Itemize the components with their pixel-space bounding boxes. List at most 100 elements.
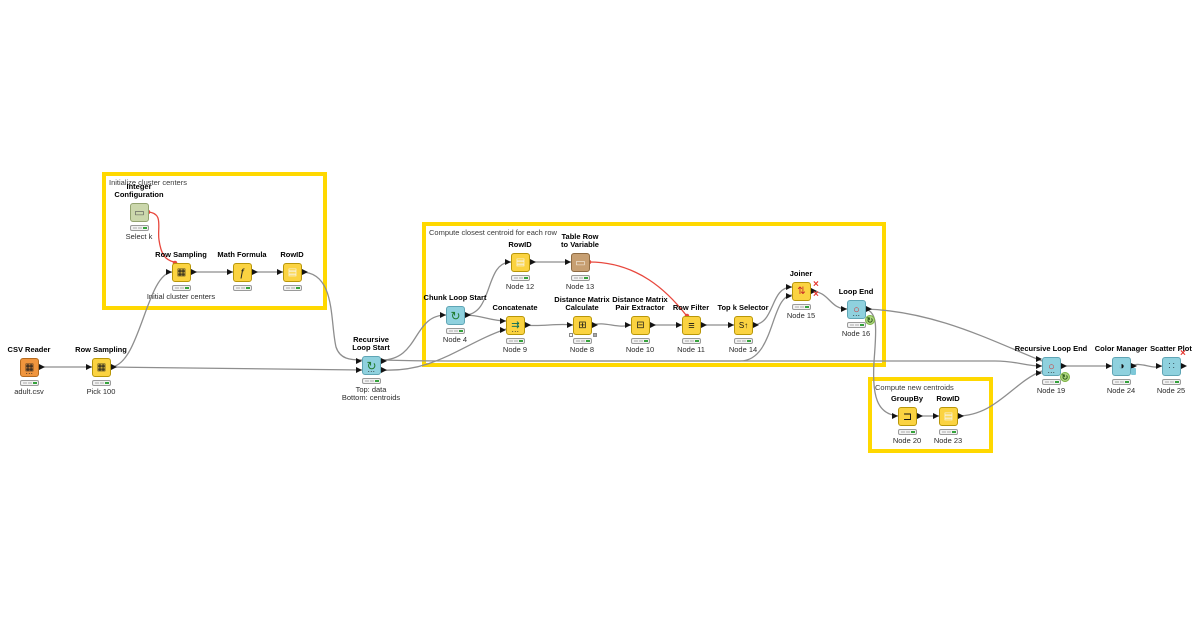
wire-tablerow-to-rowfilter-flowvar[interactable] xyxy=(588,261,687,316)
output-port[interactable] xyxy=(465,312,471,318)
status-traffic-light xyxy=(631,338,650,344)
output-port[interactable] xyxy=(1061,363,1067,369)
wire-recursive-start-to-recursive-end[interactable] xyxy=(379,359,1043,367)
wire-integerconfig-to-rowsampling-flowvar[interactable] xyxy=(147,211,175,263)
node-label: Concatenate xyxy=(492,303,538,312)
node-body-joiner[interactable]: ⇅ xyxy=(792,282,811,301)
input-port[interactable] xyxy=(1036,356,1042,362)
row-filter-icon: ≡ xyxy=(688,320,695,332)
input-port[interactable] xyxy=(440,312,446,318)
output-port[interactable] xyxy=(530,259,536,265)
node-body-recursive-loop-start[interactable]: ↻… xyxy=(362,356,381,375)
node-body-distance-matrix-calculate[interactable]: ⊞ xyxy=(573,316,592,335)
node-body-integer-configuration[interactable]: ▭ xyxy=(130,203,149,222)
node-body-color-manager[interactable]: ◑ xyxy=(1112,357,1131,376)
output-port[interactable] xyxy=(302,269,308,275)
output-port[interactable] xyxy=(917,413,923,419)
input-port[interactable] xyxy=(86,364,92,370)
output-port[interactable] xyxy=(753,322,759,328)
node-body-rowid-12[interactable]: ▤ xyxy=(511,253,530,272)
input-port[interactable] xyxy=(676,322,682,328)
node-body-table-row-to-variable[interactable]: ▭ xyxy=(571,253,590,272)
node-body-rowid-init[interactable]: ▤ xyxy=(283,263,302,282)
status-traffic-light xyxy=(172,285,191,291)
status-traffic-light xyxy=(571,275,590,281)
node-body-row-sampling[interactable]: ▦ xyxy=(92,358,111,377)
input-port[interactable] xyxy=(933,413,939,419)
node-body-concatenate[interactable]: ⇉… xyxy=(506,316,525,335)
input-port[interactable] xyxy=(356,366,362,373)
input-port[interactable] xyxy=(786,283,792,290)
input-port[interactable] xyxy=(500,326,506,333)
wire-branch-to-joiner[interactable] xyxy=(520,294,793,362)
input-port[interactable] xyxy=(505,259,511,265)
loop-start-icon: ↻ xyxy=(450,309,461,323)
annotation-compute-new-centroids[interactable]: Compute new centroids xyxy=(868,377,993,453)
input-port[interactable] xyxy=(841,306,847,312)
wire-rowid23-to-recursive-end[interactable] xyxy=(956,370,1043,417)
node-body-csv-reader[interactable]: ▦… xyxy=(20,358,39,377)
output-port[interactable] xyxy=(958,413,964,419)
node-body-recursive-loop-end[interactable]: ○… xyxy=(1042,357,1061,376)
input-port[interactable] xyxy=(1156,363,1162,369)
node-body-groupby[interactable]: ⊐ xyxy=(898,407,917,426)
output-port[interactable] xyxy=(525,322,531,328)
output-port[interactable] xyxy=(1181,363,1187,369)
output-port[interactable] xyxy=(1131,363,1137,369)
input-port[interactable] xyxy=(567,322,573,328)
input-port[interactable] xyxy=(1036,363,1042,369)
output-port[interactable] xyxy=(650,322,656,328)
input-port[interactable] xyxy=(786,292,792,299)
output-port[interactable] xyxy=(811,288,817,294)
status-traffic-light xyxy=(1042,379,1061,385)
node-chunk-loop-start: Chunk Loop Start↻Node 4 xyxy=(410,270,500,360)
wire-rowsampling-to-recursive-start[interactable] xyxy=(109,366,363,371)
output-port[interactable] xyxy=(381,357,387,364)
output-port[interactable] xyxy=(39,364,45,370)
node-body-chunk-loop-start[interactable]: ↻ xyxy=(446,306,465,325)
wire-recursive-start-to-concatenate[interactable] xyxy=(379,328,507,371)
output-port[interactable] xyxy=(866,306,872,312)
node-body-math-formula[interactable]: ƒ xyxy=(233,263,252,282)
loop-end-icon: ○ xyxy=(1048,361,1055,373)
node-body-rowid-23[interactable]: ▤ xyxy=(939,407,958,426)
wire-chunk-to-rowid12[interactable] xyxy=(463,261,512,316)
input-port[interactable] xyxy=(500,317,506,324)
node-body-row-filter[interactable]: ≡ xyxy=(682,316,701,335)
output-port[interactable] xyxy=(701,322,707,328)
output-port[interactable] xyxy=(191,269,197,275)
wire-recursive-start-to-chunk[interactable] xyxy=(379,314,447,361)
wire-loopend-to-recursive-end[interactable] xyxy=(864,308,1043,362)
status-traffic-light xyxy=(446,328,465,334)
output-port[interactable] xyxy=(252,269,258,275)
input-port[interactable] xyxy=(625,322,631,328)
input-port[interactable] xyxy=(892,413,898,419)
input-port[interactable] xyxy=(1036,370,1042,376)
status-traffic-light xyxy=(898,429,917,435)
optional-input-port[interactable] xyxy=(569,333,573,337)
node-label: Loop End xyxy=(838,287,874,296)
input-port[interactable] xyxy=(728,322,734,328)
node-body-scatter-plot[interactable]: ∷ xyxy=(1162,357,1181,376)
input-port[interactable] xyxy=(356,357,362,364)
optional-output-port[interactable] xyxy=(593,333,597,337)
input-port[interactable] xyxy=(1106,363,1112,369)
row-to-variable-icon: ▭ xyxy=(575,257,586,269)
node-body-distance-matrix-pair-extractor[interactable]: ⊟ xyxy=(631,316,650,335)
node-body-top-k-selector[interactable]: S↑ xyxy=(734,316,753,335)
node-caption: Select k xyxy=(125,232,153,241)
wire-rowid-init-to-recursive-start[interactable] xyxy=(300,271,363,361)
output-port[interactable] xyxy=(592,322,598,328)
input-port[interactable] xyxy=(565,259,571,265)
input-port[interactable] xyxy=(227,269,233,275)
annotation-initialize-cluster-centers[interactable]: Initialize cluster centers xyxy=(102,172,327,310)
input-port[interactable] xyxy=(277,269,283,275)
wire-rowsampling-to-init-sampling[interactable] xyxy=(109,271,173,368)
output-port[interactable] xyxy=(111,364,117,370)
node-body-loop-end[interactable]: ○… xyxy=(847,300,866,319)
node-label: Chunk Loop Start xyxy=(423,293,487,302)
output-port[interactable] xyxy=(381,366,387,373)
node-body-row-sampling-init[interactable]: ▦ xyxy=(172,263,191,282)
input-port[interactable] xyxy=(166,269,172,275)
